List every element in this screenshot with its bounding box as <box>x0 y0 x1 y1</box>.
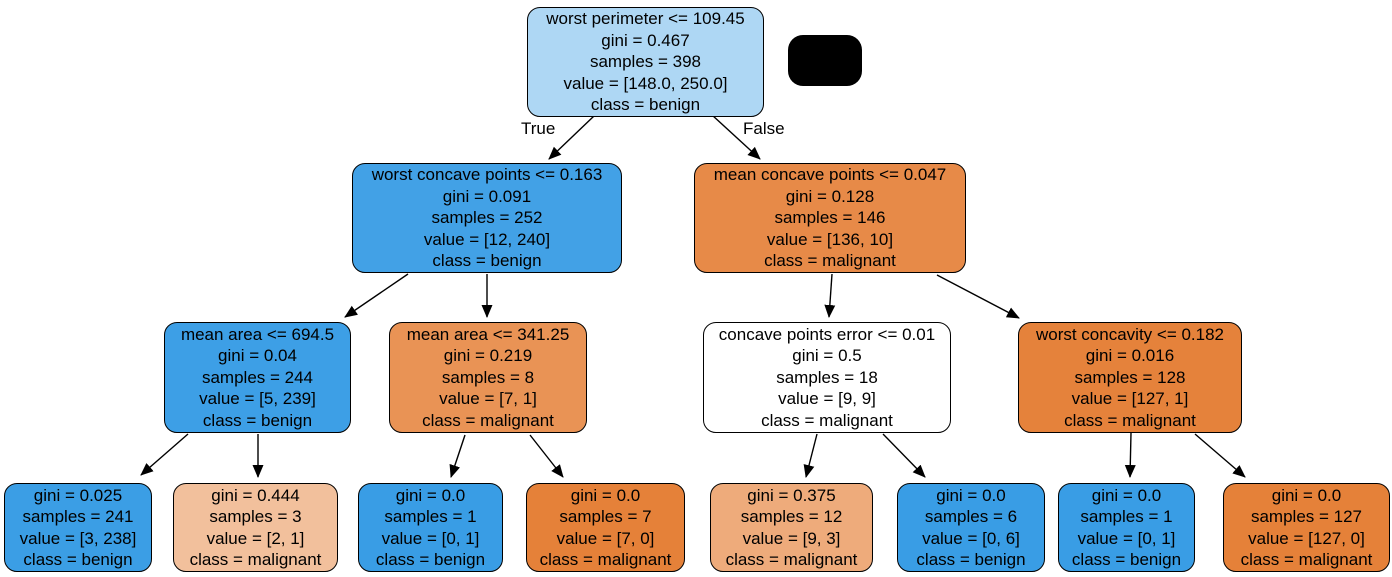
samples-count: samples = 18 <box>776 367 878 387</box>
edge-to-leaf-5 <box>803 433 818 478</box>
edge-to-leaf-1 <box>140 433 189 476</box>
split-condition: worst concave points <= 0.163 <box>371 165 603 185</box>
leaf-2: gini = 0.444 samples = 3 value = [2, 1] … <box>173 483 338 572</box>
edge-right-to-child1 <box>824 273 836 318</box>
edge-label-true: True <box>521 119 556 138</box>
edge-to-leaf-3 <box>449 434 466 478</box>
edge-to-leaf-6 <box>882 433 926 478</box>
black-rounded-node <box>788 35 862 86</box>
node-depth1-right: mean concave points <= 0.047 gini = 0.12… <box>694 163 966 273</box>
node-depth1-left: worst concave points <= 0.163 gini = 0.0… <box>352 163 622 273</box>
gini-value: gini = 0.0 <box>1091 485 1162 505</box>
leaf-6: gini = 0.0 samples = 6 value = [0, 6] cl… <box>897 483 1045 572</box>
class-values: value = [12, 240] <box>423 229 551 249</box>
leaf-4: gini = 0.0 samples = 7 value = [7, 0] cl… <box>526 483 685 572</box>
samples-count: samples = 398 <box>589 52 702 72</box>
samples-count: samples = 244 <box>201 367 314 387</box>
gini-value: gini = 0.091 <box>442 186 532 206</box>
samples-count: samples = 146 <box>774 208 886 228</box>
gini-value: gini = 0.444 <box>211 485 300 505</box>
split-condition: mean concave points <= 0.047 <box>713 165 947 185</box>
gini-value: gini = 0.0 <box>570 485 641 505</box>
edge-label-false: False <box>743 119 785 138</box>
samples-count: samples = 128 <box>1074 367 1186 387</box>
node-depth2-3: concave points error <= 0.01 gini = 0.5 … <box>703 322 951 433</box>
samples-count: samples = 241 <box>22 507 134 526</box>
edge-to-leaf-7 <box>1124 432 1136 478</box>
class-values: value = [127, 0] <box>1248 528 1365 548</box>
edge-to-leaf-4 <box>529 434 564 478</box>
node-root: worst perimeter <= 109.45 gini = 0.467 s… <box>527 7 764 117</box>
split-condition: mean area <= 694.5 <box>180 324 335 344</box>
class-label: class = benign <box>432 251 542 271</box>
class-label: class = benign <box>375 550 486 569</box>
class-label: class = malignant <box>422 410 554 430</box>
class-label: class = malignant <box>1064 410 1196 430</box>
gini-value: gini = 0.0 <box>936 485 1006 505</box>
gini-value: gini = 0.0 <box>1271 485 1342 505</box>
class-label: class = benign <box>23 550 133 569</box>
split-condition: worst perimeter <= 109.45 <box>546 9 745 29</box>
class-values: value = [0, 1] <box>381 528 480 548</box>
node-depth2-1: mean area <= 694.5 gini = 0.04 samples =… <box>164 322 351 433</box>
samples-count: samples = 12 <box>740 507 843 526</box>
gini-value: gini = 0.219 <box>443 346 533 366</box>
samples-count: samples = 3 <box>209 507 302 526</box>
leaf-1: gini = 0.025 samples = 241 value = [3, 2… <box>4 483 152 572</box>
gini-value: gini = 0.467 <box>601 30 690 50</box>
gini-value: gini = 0.375 <box>747 485 836 505</box>
class-label: class = benign <box>1071 550 1182 569</box>
gini-value: gini = 0.025 <box>33 485 123 505</box>
samples-count: samples = 252 <box>431 208 543 228</box>
gini-value: gini = 0.5 <box>792 346 862 366</box>
class-label: class = benign <box>590 95 701 115</box>
class-values: value = [9, 3] <box>742 528 841 548</box>
node-depth2-2: mean area <= 341.25 gini = 0.219 samples… <box>389 322 587 433</box>
samples-count: samples = 8 <box>441 367 535 387</box>
class-values: value = [7, 1] <box>439 389 537 409</box>
class-values: value = [136, 10] <box>766 229 894 249</box>
split-condition: worst concavity <= 0.182 <box>1035 324 1225 344</box>
class-label: class = malignant <box>764 251 896 271</box>
class-values: value = [0, 6] <box>922 528 1020 548</box>
samples-count: samples = 6 <box>924 507 1018 526</box>
class-label: class = malignant <box>189 550 322 569</box>
split-condition: mean area <= 341.25 <box>406 324 570 344</box>
leaf-3: gini = 0.0 samples = 1 value = [0, 1] cl… <box>358 483 503 572</box>
class-label: class = malignant <box>725 550 858 569</box>
edge-to-leaf-8 <box>1194 433 1246 478</box>
class-label: class = malignant <box>539 550 672 569</box>
split-condition: concave points error <= 0.01 <box>718 324 936 344</box>
edge-left-to-child1 <box>344 273 409 318</box>
class-label: class = malignant <box>1240 550 1373 569</box>
class-values: value = [9, 9] <box>778 389 876 409</box>
class-label: class = benign <box>202 410 313 430</box>
gini-value: gini = 0.0 <box>395 485 466 505</box>
samples-count: samples = 7 <box>559 507 652 526</box>
class-values: value = [7, 0] <box>556 528 655 548</box>
class-label: class = malignant <box>761 410 893 430</box>
gini-value: gini = 0.04 <box>218 346 297 366</box>
samples-count: samples = 1 <box>384 507 477 526</box>
class-values: value = [5, 239] <box>199 389 316 409</box>
class-values: value = [2, 1] <box>206 528 305 548</box>
samples-count: samples = 1 <box>1080 507 1173 526</box>
edge-right-to-child2 <box>936 274 1020 319</box>
class-label: class = benign <box>916 550 1026 569</box>
node-depth2-4: worst concavity <= 0.182 gini = 0.016 sa… <box>1018 322 1242 433</box>
leaf-8: gini = 0.0 samples = 127 value = [127, 0… <box>1223 483 1390 572</box>
class-values: value = [127, 1] <box>1071 389 1189 409</box>
samples-count: samples = 127 <box>1250 507 1363 526</box>
gini-value: gini = 0.128 <box>785 186 875 206</box>
edge-root-to-left <box>548 115 595 160</box>
leaf-7: gini = 0.0 samples = 1 value = [0, 1] cl… <box>1058 483 1195 572</box>
leaf-5: gini = 0.375 samples = 12 value = [9, 3]… <box>710 483 873 572</box>
gini-value: gini = 0.016 <box>1085 346 1175 366</box>
class-values: value = [0, 1] <box>1077 528 1176 548</box>
class-values: value = [3, 238] <box>19 528 137 548</box>
class-values: value = [148.0, 250.0] <box>563 73 728 93</box>
